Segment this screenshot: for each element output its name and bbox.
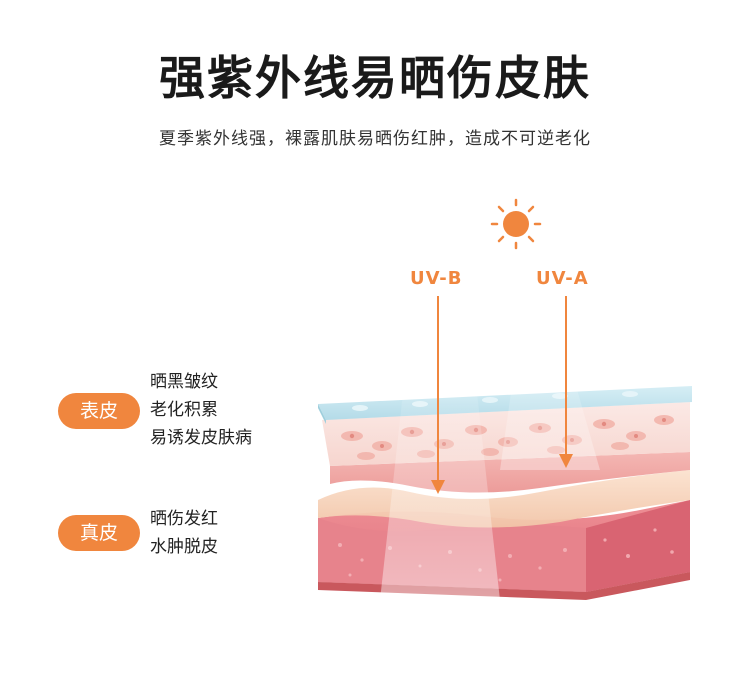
uv-b-arrow xyxy=(431,296,445,494)
dermis-effects: 晒伤发红 水肿脱皮 xyxy=(150,505,218,561)
uv-b-label: UV-B xyxy=(410,268,463,289)
page-subtitle: 夏季紫外线强，裸露肌肤易晒伤红肿，造成不可逆老化 xyxy=(159,129,591,149)
uv-a-label: UV-A xyxy=(536,268,589,289)
effect-item: 晒伤发红 xyxy=(150,509,218,529)
effect-item: 老化积累 xyxy=(150,400,218,420)
epidermis-effects: 晒黑皱纹 老化积累 易诱发皮肤病 xyxy=(150,368,252,452)
effect-item: 水肿脱皮 xyxy=(150,537,218,557)
uv-a-arrow xyxy=(559,296,573,468)
effect-item: 晒黑皱纹 xyxy=(150,372,218,392)
page-title: 强紫外线易晒伤皮肤 xyxy=(159,51,591,105)
epidermis-badge: 表皮 xyxy=(58,393,140,429)
dermis-badge: 真皮 xyxy=(58,515,140,551)
effect-item: 易诱发皮肤病 xyxy=(150,428,252,448)
light-beam xyxy=(500,330,600,470)
sun-icon xyxy=(490,198,542,250)
light-beam xyxy=(380,330,500,600)
